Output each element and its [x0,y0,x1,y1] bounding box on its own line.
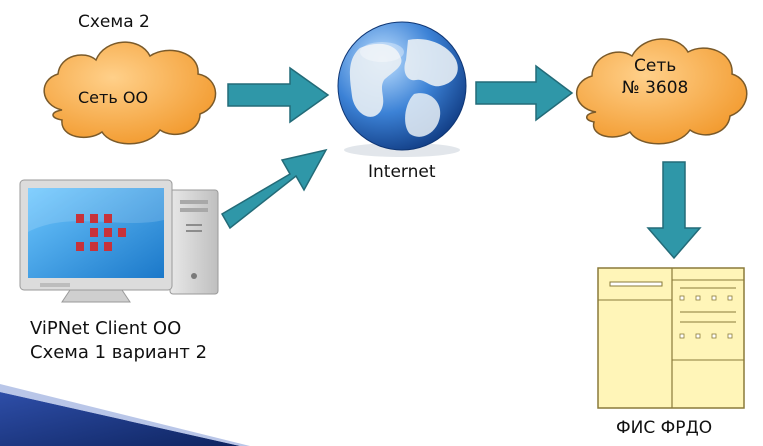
registry-document-icon [597,267,745,409]
arrow-computer-to-internet [220,148,328,230]
computer-label-line1: ViPNet Client ОО [30,318,182,339]
arrow-network-to-registry [646,161,702,260]
cloud-left [43,41,217,145]
cloud-right-label-line2: № 3608 [622,78,689,98]
scheme-title: Схема 2 [78,12,150,32]
globe-icon [337,21,467,157]
internet-label: Internet [368,162,436,182]
cloud-right-label-line1: Сеть [634,56,677,76]
arrow-internet-to-network [475,64,574,122]
computer-icon [19,179,219,303]
corner-decoration [0,384,250,446]
computer-label-line2: Схема 1 вариант 2 [30,342,208,363]
registry-label: ФИС ФРДО [616,418,713,438]
cloud-right [575,38,748,145]
arrow-cloud-to-internet [227,66,330,124]
cloud-left-label: Сеть ОО [78,88,149,107]
app-logo-icon [76,214,126,251]
